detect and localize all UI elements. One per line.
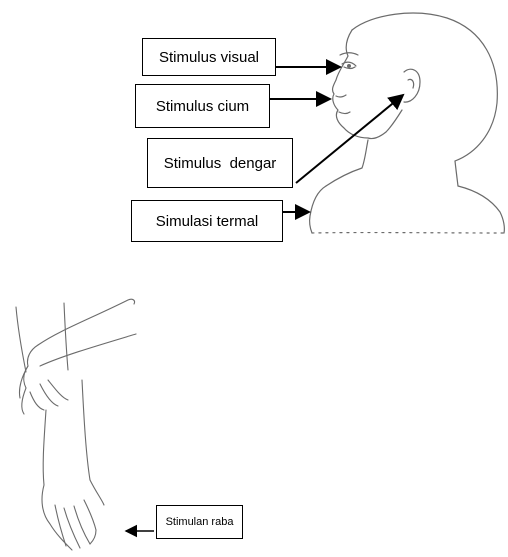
label-stimulus-visual-text: Stimulus visual <box>159 49 259 66</box>
label-stimulan-raba: Stimulan raba <box>156 505 243 539</box>
label-stimulan-raba-text: Stimulan raba <box>166 516 234 528</box>
arm-sketch <box>16 299 136 550</box>
label-stimulus-cium-text: Stimulus cium <box>156 98 249 115</box>
label-stimulus-cium: Stimulus cium <box>135 84 270 128</box>
arrow-dengar <box>296 95 403 183</box>
label-simulasi-termal: Simulasi termal <box>131 200 283 242</box>
label-stimulus-dengar-text: Stimulus dengar <box>164 155 277 172</box>
head-sketch <box>310 13 505 233</box>
label-stimulus-visual: Stimulus visual <box>142 38 276 76</box>
label-simulasi-termal-text: Simulasi termal <box>156 213 259 230</box>
label-stimulus-dengar: Stimulus dengar <box>147 138 293 188</box>
